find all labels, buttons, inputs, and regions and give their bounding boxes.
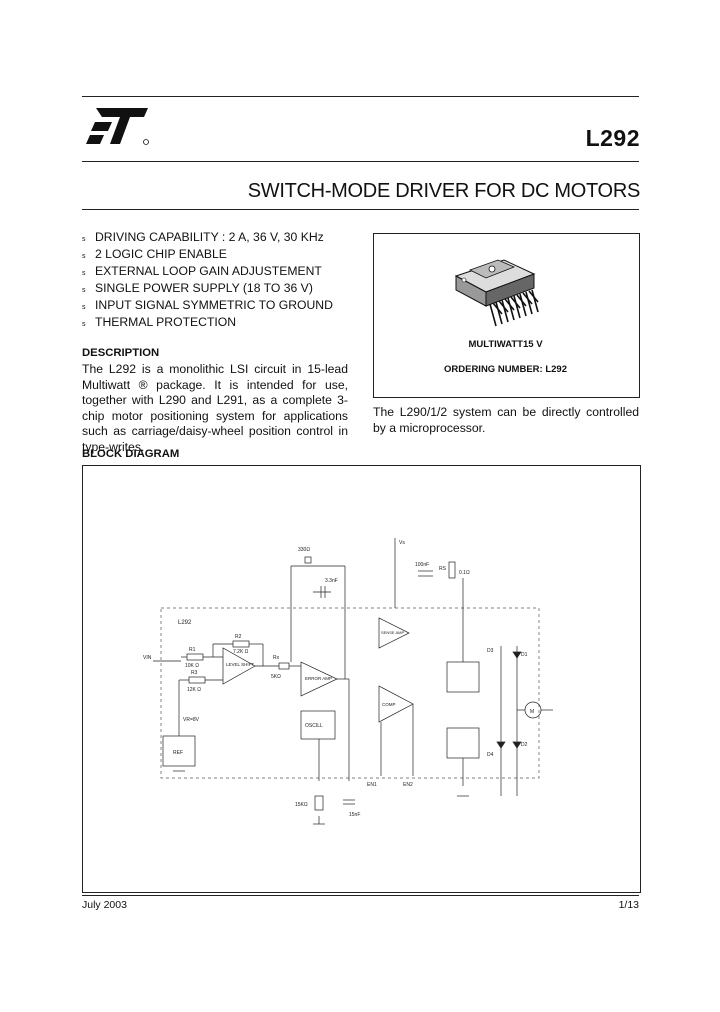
cap-100n-label: 100nF: [415, 562, 429, 568]
rs-label: RS: [439, 566, 447, 572]
bullet-icon: s: [82, 253, 86, 260]
feature-item: s THERMAL PROTECTION: [82, 314, 372, 331]
vs-label: Vs: [399, 540, 405, 546]
level-shift-label: LEVEL SHIFT: [226, 662, 254, 667]
bullet-icon: s: [82, 304, 86, 311]
footer-rule: [82, 895, 639, 896]
r2-value: 7.2K Ω: [233, 649, 249, 655]
r1-label: R1: [189, 647, 196, 653]
document-title: SWITCH-MODE DRIVER FOR DC MOTORS: [247, 180, 641, 202]
sense-amp-label: SENSE AMP: [381, 630, 404, 635]
bullet-icon: s: [82, 270, 86, 277]
chip-label: L292: [178, 620, 192, 626]
st-logo: [82, 104, 152, 148]
st-logo-icon: [86, 108, 149, 145]
rt-label: 15KΩ: [295, 802, 308, 808]
feature-text: INPUT SIGNAL SYMMETRIC TO GROUND: [95, 298, 333, 312]
oscill-label: OSCILL: [305, 723, 323, 729]
vin-label: VIN: [143, 655, 152, 661]
c5-label: 3.3nF: [325, 578, 338, 584]
package-box: [373, 233, 640, 398]
ref-label: REF: [173, 750, 183, 756]
feature-item: s INPUT SIGNAL SYMMETRIC TO GROUND: [82, 297, 372, 314]
package-name: MULTIWATT15 V: [468, 339, 543, 350]
bullet-icon: s: [82, 236, 86, 243]
enable-1-label: EN1: [367, 782, 377, 788]
comp-label: COMP: [382, 702, 396, 707]
system-text: The L290/1/2 system can be directly cont…: [373, 405, 639, 435]
footer-date: July 2003: [82, 899, 127, 911]
block-diagram-schematic: L292 VIN R1 10K Ω R2 7.2K Ω LEVEL SHIFT …: [143, 538, 553, 825]
title-rule: [82, 209, 639, 210]
d2-label: D2: [521, 742, 528, 748]
r3-value: 12K Ω: [187, 687, 201, 693]
bullet-icon: s: [82, 287, 86, 294]
r1-value: 10K Ω: [185, 663, 199, 669]
header-mid-rule: [82, 161, 639, 162]
block-diagram-heading: BLOCK DIAGRAM: [82, 448, 180, 460]
feature-item: s 2 LOGIC CHIP ENABLE: [82, 246, 372, 263]
block-diagram: L292 VIN R1 10K Ω R2 7.2K Ω LEVEL SHIFT …: [82, 465, 641, 893]
d3-label: D3: [487, 648, 494, 654]
error-amp-label: ERROR AMP: [305, 676, 332, 681]
d1-label: D1: [521, 652, 528, 658]
r3-label: R3: [191, 670, 198, 676]
r2-label: R2: [235, 634, 242, 640]
description-text: The L292 is a monolithic LSI circuit in …: [82, 362, 348, 454]
feature-text: EXTERNAL LOOP GAIN ADJUSTEMENT: [95, 264, 322, 278]
rx-label: Rx: [273, 655, 280, 661]
motor-label: M: [530, 709, 534, 715]
enable-2-label: EN2: [403, 782, 413, 788]
ordering-number: ORDERING NUMBER: L292: [444, 364, 567, 375]
bullet-icon: s: [82, 321, 86, 328]
description-heading: DESCRIPTION: [82, 347, 160, 359]
feature-item: s SINGLE POWER SUPPLY (18 TO 36 V): [82, 280, 372, 297]
ct-label: 15nF: [349, 812, 360, 818]
feature-text: DRIVING CAPABILITY : 2 A, 36 V, 30 KHz: [95, 230, 324, 244]
rx-value: 5KΩ: [271, 674, 281, 680]
rs-value: 0.1Ω: [459, 570, 470, 576]
feature-text: THERMAL PROTECTION: [95, 315, 237, 329]
part-number: L292: [585, 125, 640, 151]
feature-item: s EXTERNAL LOOP GAIN ADJUSTEMENT: [82, 263, 372, 280]
d4-label: D4: [487, 752, 494, 758]
feature-text: SINGLE POWER SUPPLY (18 TO 36 V): [95, 281, 313, 295]
header-top-rule: [82, 96, 639, 97]
feature-text: 2 LOGIC CHIP ENABLE: [95, 247, 227, 261]
r5-label: 330Ω: [298, 547, 310, 553]
multiwatt-package-icon: [454, 259, 539, 327]
vref-label: VR=8V: [183, 717, 200, 723]
page-number: 1/13: [618, 899, 639, 911]
feature-item: s DRIVING CAPABILITY : 2 A, 36 V, 30 KHz: [82, 229, 372, 246]
